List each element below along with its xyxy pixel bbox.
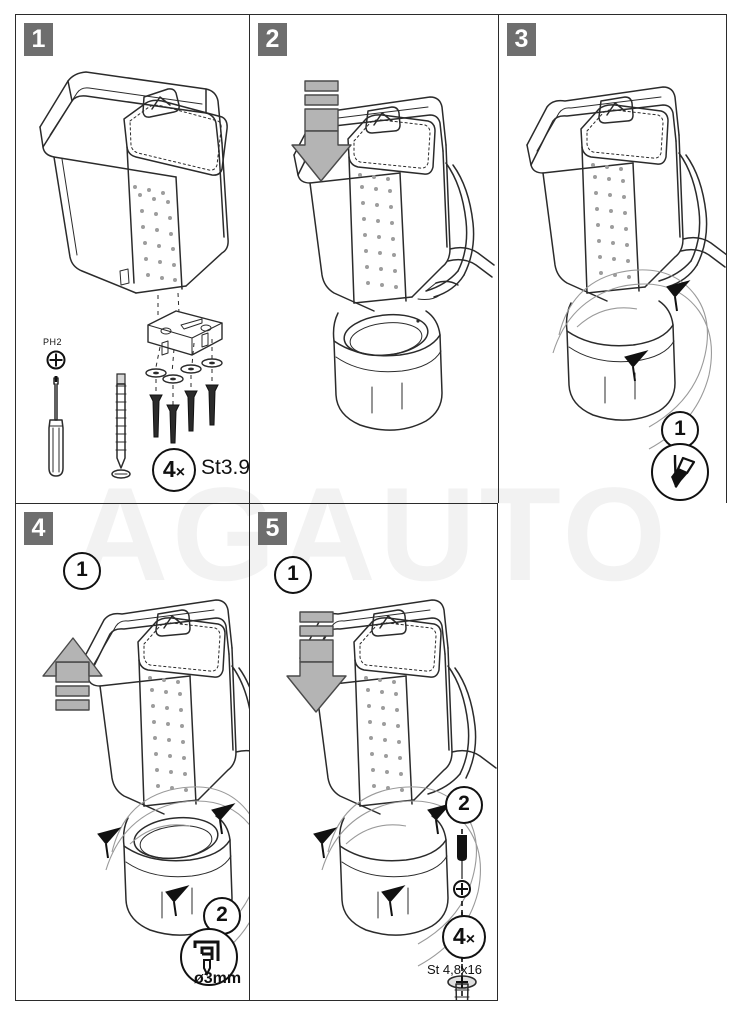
marker-pen-icon	[671, 455, 696, 488]
removal-arrow-up	[42, 637, 103, 711]
drill-tool-callout	[180, 928, 238, 986]
drill-mark-arrow-1	[97, 827, 122, 859]
panel-step-5: 5 1	[249, 503, 498, 1001]
wood-screw-icon	[111, 373, 131, 479]
panel-step-2: 2	[249, 14, 498, 503]
screwdriver-icon	[457, 835, 467, 879]
mounting-bracket	[147, 310, 223, 356]
mark-arrow-1	[666, 280, 691, 312]
console-assembly-drawing-3	[526, 86, 726, 450]
quantity-value: 4	[162, 456, 176, 482]
panel-number-badge-1: 1	[24, 23, 53, 56]
panel-number-badge-3: 3	[507, 23, 536, 56]
panel-step-1: 1	[15, 14, 249, 503]
console-assembly-drawing-2	[291, 80, 495, 431]
assembly-guide-lines	[157, 292, 180, 315]
drill-diameter-label: ø3mm	[194, 970, 242, 987]
marker-tool-callout	[651, 443, 709, 501]
screw-spec-label-step1: St3.9x25	[201, 456, 249, 479]
panel-number-badge-2: 2	[258, 23, 287, 56]
drill-mark-arrow-3	[165, 885, 190, 917]
perforation-dots	[133, 185, 177, 282]
console-assembly-drawing-4	[42, 599, 249, 967]
refit-arrow-down	[286, 611, 347, 713]
screw-spec-label-step5: St 4,8x16	[427, 962, 482, 977]
console-assembly-drawing-5	[286, 599, 497, 967]
step-ref-1-panel4: 1	[63, 552, 101, 590]
quantity-value: 4	[452, 923, 466, 949]
phillips-bit-icon	[453, 880, 471, 898]
fix-arrow-3	[381, 885, 406, 917]
screw-shank-icon	[454, 983, 470, 1000]
panel-step-3: 3	[498, 14, 727, 503]
panel-number-badge-4: 4	[24, 512, 53, 545]
phillips-bit-icon	[46, 350, 66, 370]
drill-mark-arrow-2	[211, 803, 236, 835]
step-ref-1-panel5: 1	[274, 556, 312, 594]
washers	[145, 358, 223, 384]
insertion-arrow-down	[291, 80, 352, 182]
mark-arrow-2	[624, 350, 649, 382]
quantity-badge-step1: 4×	[152, 448, 196, 492]
step-ref-1-panel3: 1	[661, 411, 699, 449]
drill-icon	[193, 940, 220, 977]
fix-arrow-1	[313, 827, 338, 859]
bit-size-label: PH2	[43, 337, 63, 347]
screwdriver-icon	[46, 350, 66, 477]
panel-step-4: 4 1	[15, 503, 249, 1001]
fix-arrow-2	[427, 803, 452, 835]
quantity-suffix: ×	[175, 464, 186, 481]
quantity-suffix: ×	[465, 931, 476, 948]
panel-number-badge-5: 5	[258, 512, 287, 545]
armrest-exploded-drawing	[39, 71, 229, 444]
step-ref-2-panel5: 2	[445, 786, 483, 824]
bracket-screws	[149, 384, 219, 444]
quantity-badge-step5: 4×	[442, 915, 486, 959]
